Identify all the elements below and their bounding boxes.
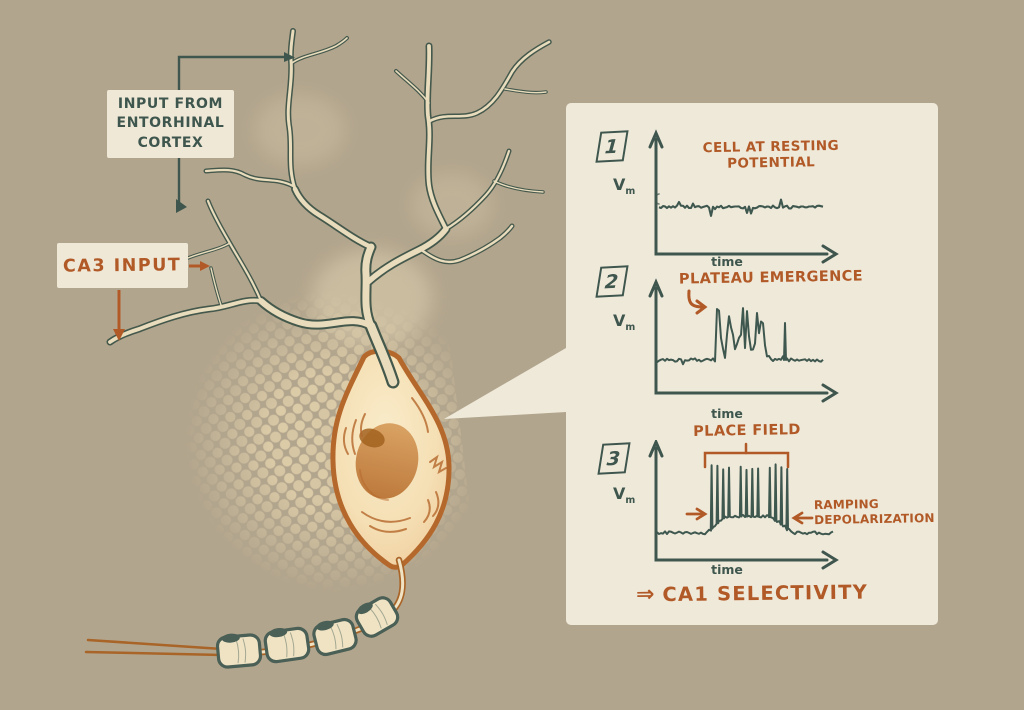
step-3-number: 3: [606, 447, 622, 470]
soma: [330, 348, 452, 570]
ramping-arrows: [685, 507, 814, 525]
place-field-bracket: [703, 442, 790, 469]
step-3-title: PLACE FIELD: [693, 422, 801, 440]
bracket-arrow-top: [284, 52, 295, 62]
step-1-plot: [648, 129, 839, 264]
step-3-x-label: time: [711, 562, 743, 577]
ca3-arrows: [113, 261, 210, 341]
entorhinal-label: INPUT FROM ENTORHINAL CORTEX: [116, 95, 225, 151]
myelin-sheath: [215, 596, 400, 669]
nucleolus: [359, 428, 385, 448]
step-1-trace: [658, 198, 824, 217]
implies-arrow-icon: ⇒: [635, 582, 655, 608]
step-1-x-label: time: [711, 254, 743, 269]
step-3-trace: [656, 463, 834, 536]
step-1-badge: 1: [595, 130, 629, 163]
step-2-trace: [656, 307, 824, 366]
bracket-arrow-bottom: [176, 199, 187, 213]
step-2-x-label: time: [711, 406, 743, 421]
ca3-arrow-down: [113, 329, 125, 341]
step-2-y-label: Vm: [613, 311, 636, 334]
axon-tail: [84, 638, 224, 657]
ramping-depolarization-label: RAMPING DEPOLARIZATION: [813, 496, 935, 528]
step-1-number: 1: [604, 135, 620, 158]
step-3-axes: [648, 440, 839, 570]
step-2-axes: [648, 278, 839, 403]
step-3-plot: [648, 440, 839, 570]
plateau-pointer-arrow: [687, 289, 708, 315]
step-3-y-label: Vm: [613, 484, 636, 507]
callout-pointer: [444, 348, 566, 419]
entorhinal-bracket: [176, 52, 295, 213]
step-2-number: 2: [604, 270, 620, 293]
ca3-arrow-right: [200, 261, 210, 271]
step-2-badge: 2: [595, 265, 629, 298]
ca3-label: CA3 INPUT: [63, 254, 182, 277]
entorhinal-label-box: INPUT FROM ENTORHINAL CORTEX: [107, 90, 234, 158]
ca3-label-box: CA3 INPUT: [57, 243, 188, 288]
step-3-badge: 3: [597, 442, 631, 475]
step-1-y-label: Vm: [613, 175, 636, 198]
step-2-plot: [648, 278, 839, 403]
callout-panel: 1 CELL AT RESTING POTENTIAL Vm time 2 PL…: [566, 103, 938, 625]
conclusion: ⇒ CA1 SELECTIVITY: [566, 579, 938, 609]
step-1-axes: [648, 129, 839, 264]
conclusion-text: CA1 SELECTIVITY: [662, 580, 869, 607]
soma-detail-lines: [342, 397, 447, 533]
